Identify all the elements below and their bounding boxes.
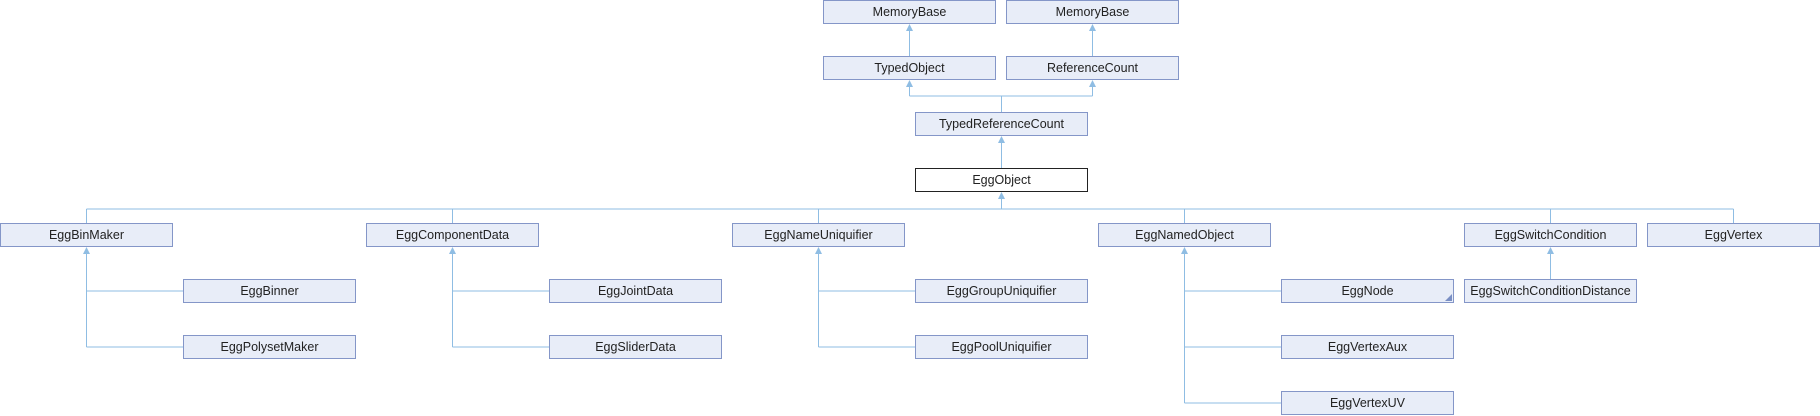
edge-arrowhead: [998, 192, 1005, 199]
truncated-corner-icon: [1445, 294, 1452, 301]
node-memory-base-right[interactable]: MemoryBase: [1006, 0, 1179, 24]
node-typed-object[interactable]: TypedObject: [823, 56, 996, 80]
node-egg-component-data[interactable]: EggComponentData: [366, 223, 539, 247]
node-egg-group-uniquifier[interactable]: EggGroupUniquifier: [915, 279, 1088, 303]
node-egg-binner[interactable]: EggBinner: [183, 279, 356, 303]
edge-arrowhead: [906, 24, 913, 31]
node-egg-node-label: EggNode: [1341, 284, 1394, 298]
edge-arrowhead: [1089, 24, 1096, 31]
edge-arrowhead: [906, 80, 913, 87]
node-egg-slider-data[interactable]: EggSliderData: [549, 335, 722, 359]
node-memory-base-left[interactable]: MemoryBase: [823, 0, 996, 24]
node-egg-node[interactable]: EggNode: [1281, 279, 1454, 303]
edge-arrowhead: [449, 247, 456, 254]
node-egg-named-object[interactable]: EggNamedObject: [1098, 223, 1271, 247]
node-egg-pool-uniquifier[interactable]: EggPoolUniquifier: [915, 335, 1088, 359]
node-egg-name-uniquifier[interactable]: EggNameUniquifier: [732, 223, 905, 247]
node-egg-vertex[interactable]: EggVertex: [1647, 223, 1820, 247]
edge-arrowhead: [1547, 247, 1554, 254]
edge-arrowhead: [1089, 80, 1096, 87]
node-egg-vertex-aux[interactable]: EggVertexAux: [1281, 335, 1454, 359]
edge-arrowhead: [83, 247, 90, 254]
node-egg-vertex-uv[interactable]: EggVertexUV: [1281, 391, 1454, 415]
node-reference-count[interactable]: ReferenceCount: [1006, 56, 1179, 80]
node-typed-reference-count[interactable]: TypedReferenceCount: [915, 112, 1088, 136]
node-egg-bin-maker[interactable]: EggBinMaker: [0, 223, 173, 247]
node-egg-polyset-maker[interactable]: EggPolysetMaker: [183, 335, 356, 359]
node-egg-switch-condition[interactable]: EggSwitchCondition: [1464, 223, 1637, 247]
edge-arrowhead: [815, 247, 822, 254]
edge-arrowhead: [998, 136, 1005, 143]
edge-arrowhead: [1181, 247, 1188, 254]
node-egg-switch-condition-distance[interactable]: EggSwitchConditionDistance: [1464, 279, 1637, 303]
node-egg-joint-data[interactable]: EggJointData: [549, 279, 722, 303]
node-egg-object-current: EggObject: [915, 168, 1088, 192]
